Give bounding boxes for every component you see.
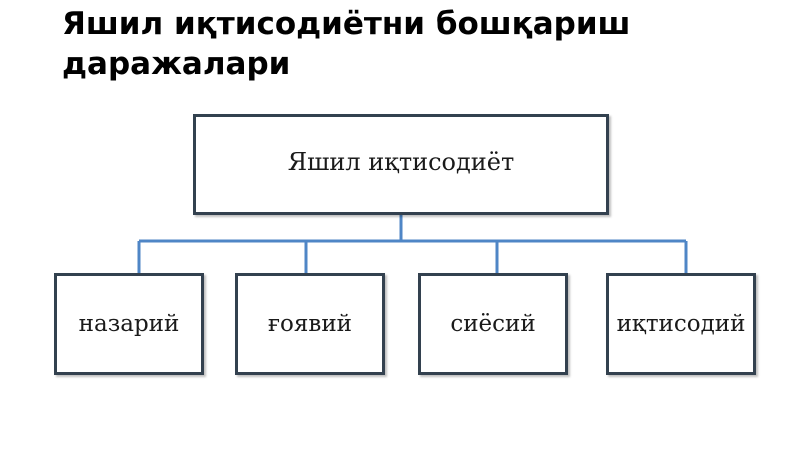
child-node-nazariy: назарий bbox=[54, 273, 204, 375]
page-title-line-1: Яшил иқтисодиётни бошқариш bbox=[62, 6, 631, 42]
root-node-label: Яшил иқтисодиёт bbox=[287, 147, 515, 176]
child-node-label: ғоявий bbox=[267, 311, 352, 337]
child-node-iqtisodiy: иқтисодий bbox=[606, 273, 756, 375]
child-node-label: иқтисодий bbox=[616, 311, 746, 337]
child-node-goyaviy: ғоявий bbox=[235, 273, 385, 375]
page-title: Яшил иқтисодиётни бошқариш даражалари bbox=[62, 4, 782, 84]
page-title-line-2: даражалари bbox=[62, 46, 291, 82]
child-node-label: сиёсий bbox=[450, 311, 536, 337]
child-node-label: назарий bbox=[78, 311, 180, 337]
root-node: Яшил иқтисодиёт bbox=[193, 114, 609, 215]
child-node-siyosiy: сиёсий bbox=[418, 273, 568, 375]
